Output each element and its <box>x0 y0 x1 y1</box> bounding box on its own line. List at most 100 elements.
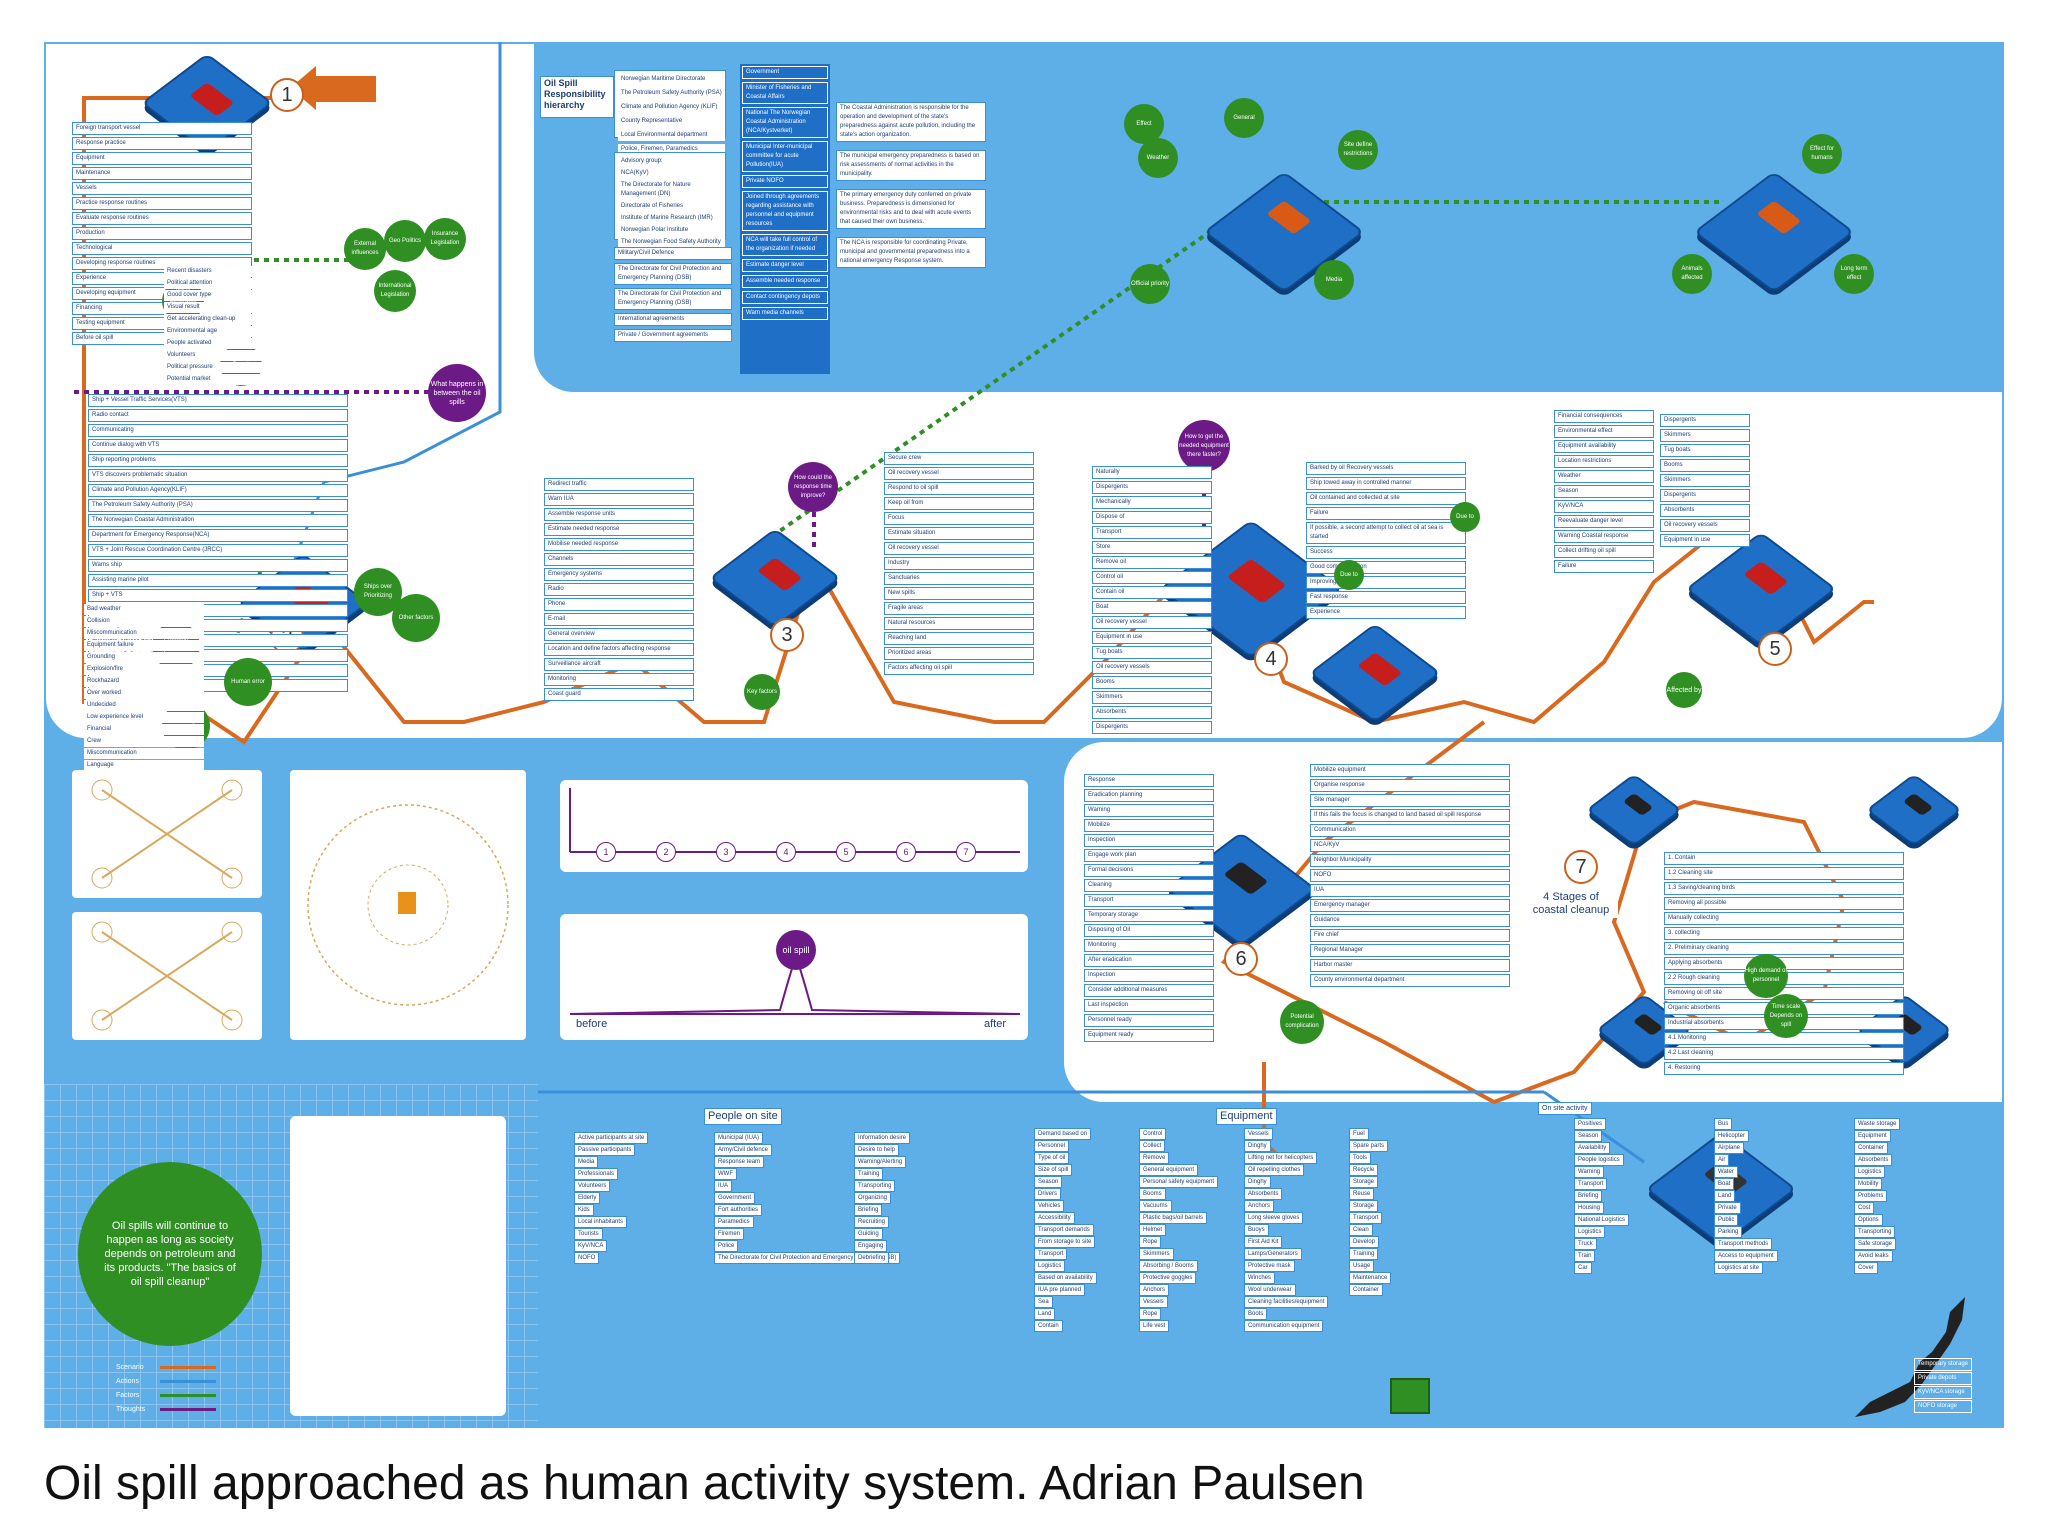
stage5-item: Collect drifting oil spill <box>1554 545 1654 558</box>
equipment-item: Recycle <box>1349 1164 1379 1176</box>
caption: Oil spill approached as human activity s… <box>44 1457 1365 1510</box>
equipment-item: Lamps/Generators <box>1244 1248 1302 1260</box>
hierarchy-advisory-box: Advisory group:NCA(KyV)The Directorate f… <box>614 152 726 248</box>
stage4-item: Transport <box>1092 526 1212 539</box>
stage7-item: Manually collecting <box>1664 912 1904 925</box>
stage6-item: Mobilize equipment <box>1310 764 1510 777</box>
equipment-item: Rope <box>1139 1236 1162 1248</box>
site-item: Public <box>1714 1214 1739 1226</box>
attention-item: Political pressure <box>164 362 304 373</box>
quote-text: Oil spills will continue to happen as lo… <box>104 1220 236 1288</box>
stage6-item: Neighbor Municipality <box>1310 854 1510 867</box>
stage6-item: NCA/KyV <box>1310 839 1510 852</box>
stage-number-3: 3 <box>770 618 804 652</box>
stage3-item: New spills <box>884 587 1034 600</box>
equipment-item: Wool underwear <box>1244 1284 1296 1296</box>
stage3-item: Emergency systems <box>544 568 694 581</box>
equipment-item: Protective goggles <box>1139 1272 1197 1284</box>
factor-circle: Due to <box>1450 502 1480 532</box>
stage6-item: Transport <box>1084 894 1214 907</box>
site-item: Private <box>1714 1202 1741 1214</box>
people-item: Response team <box>714 1156 765 1168</box>
stage6-item: After eradication <box>1084 954 1214 967</box>
legend-row: Factors <box>116 1388 226 1402</box>
stage4-item: Boat <box>1092 601 1212 614</box>
stage7-item: 1.3 Saving/cleaning birds <box>1664 882 1904 895</box>
stage4-item: Good communication <box>1306 561 1466 574</box>
stage-number-4: 4 <box>1254 642 1288 676</box>
factor-circle: Other factors <box>392 594 440 642</box>
stage3-item: Estimate situation <box>884 527 1034 540</box>
factor-circle: International Legislation <box>374 270 416 312</box>
stage3-item: Keep oil from <box>884 497 1034 510</box>
stage2-item: Ship + VTS <box>88 589 348 602</box>
stage4-item: Improving weather <box>1306 576 1466 589</box>
chain-item: Assemble needed response <box>742 275 828 288</box>
stage2-problem: Low experience level <box>84 712 204 723</box>
stage5-item: Location restrictions <box>1554 455 1654 468</box>
stage4-item: Oil contained and collected at site <box>1306 492 1466 505</box>
hierarchy-other: Military/Civil Defence <box>614 247 732 260</box>
stage5-item: KyV/NCA <box>1554 500 1654 513</box>
stage7-item: Removing all possible <box>1664 897 1904 910</box>
stage2-item: Continue dialog with VTS <box>88 439 348 452</box>
equipment-item: Anchors <box>1139 1284 1170 1296</box>
stage3-item: Channels <box>544 553 694 566</box>
site-item: Waste storage <box>1854 1118 1901 1130</box>
people-item: Information desire <box>854 1132 911 1144</box>
legend-swatch <box>160 1393 216 1397</box>
instant-ideas-panel <box>290 1116 506 1416</box>
stage2-problem: Rockhazard <box>84 676 204 687</box>
equipment-item: Personnel <box>1034 1140 1070 1152</box>
equipment-item: General equipment <box>1139 1164 1199 1176</box>
timeline-marker: 6 <box>896 842 916 862</box>
attention-item: Visual result <box>164 302 304 313</box>
stage2-problem: Grounding <box>84 652 204 663</box>
stage4-item: Absorbents <box>1092 706 1212 719</box>
stage4-item: Experience <box>1306 606 1466 619</box>
hierarchy-description: The municipal emergency preparedness is … <box>836 150 986 181</box>
equipment-item: Usage <box>1349 1260 1375 1272</box>
site-item: Safe storage <box>1854 1238 1897 1250</box>
people-item: Police <box>714 1240 739 1252</box>
stage7-item: 2. Preliminary cleaning <box>1664 942 1904 955</box>
stage3-item: Oil recovery vessel <box>884 467 1034 480</box>
stage2-problem: Financial <box>84 724 204 735</box>
attention-item: Good cover type <box>164 290 304 301</box>
people-item: Transporting <box>854 1180 896 1192</box>
people-item: Recruiting <box>854 1216 890 1228</box>
stage2-item: The Petroleum Safety Authority (PSA) <box>88 499 348 512</box>
hierarchy-item: County Representative <box>618 116 725 127</box>
people-item: Municipal (IUA) <box>714 1132 764 1144</box>
stage6-item: Disposing of Oil <box>1084 924 1214 937</box>
equipment-item: Vacuums <box>1139 1200 1172 1212</box>
factor-circle: Insurance Legislation <box>424 218 466 260</box>
stage7-item: 4. Restoring <box>1664 1062 1904 1075</box>
equipment-item: Long sleeve gloves <box>1244 1212 1304 1224</box>
equipment-item: Skimmers <box>1139 1248 1174 1260</box>
stage2-problem: Crew <box>84 736 204 747</box>
equipment-item: Absorbing / Booms <box>1139 1260 1198 1272</box>
stage2-problem: Undecided <box>84 700 204 711</box>
site-item: Mobility <box>1854 1178 1883 1190</box>
site-item: National Logistics <box>1574 1214 1630 1226</box>
before-spill-item: Maintenance <box>72 167 252 180</box>
people-item: Army/Civil defence <box>714 1144 773 1156</box>
equipment-item: From storage to site <box>1034 1236 1096 1248</box>
legend-row: Actions <box>116 1374 226 1388</box>
people-item: Professionals <box>574 1168 619 1180</box>
site-item: Cover <box>1854 1262 1879 1274</box>
advisory-item: Advisory group: <box>618 156 725 167</box>
before-spill-item: Equipment <box>72 152 252 165</box>
stage4-item: Tug boats <box>1092 646 1212 659</box>
stage4-item: Mechanically <box>1092 496 1212 509</box>
chain-item: NCA will take full control of the organi… <box>742 234 828 256</box>
equipment-item: Logistics <box>1034 1260 1066 1272</box>
advisory-item: Norwegian Polar Institute <box>618 225 725 236</box>
after-label: after <box>984 1018 1007 1030</box>
